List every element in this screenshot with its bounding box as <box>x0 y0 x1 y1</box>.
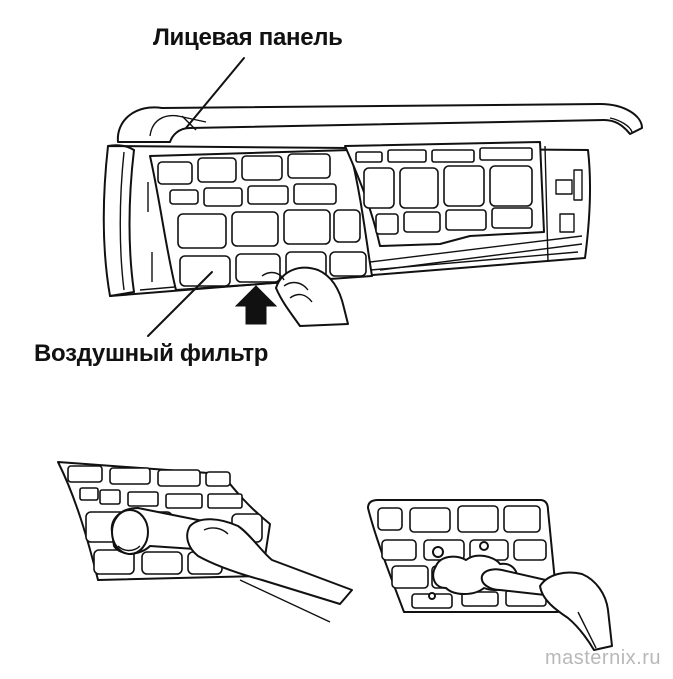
up-arrow-icon <box>234 285 278 325</box>
air-filter-leader <box>147 271 213 337</box>
hand-top <box>261 266 349 327</box>
air-filter-label: Воздушный фильтр <box>34 340 269 367</box>
hand-right-shape <box>539 571 613 651</box>
filter-wash-scene <box>367 499 613 651</box>
front-panel-shape <box>116 103 643 143</box>
front-panel-label: Лицевая панель <box>153 24 343 51</box>
hand-left-shape <box>186 518 353 605</box>
front-panel <box>116 103 643 143</box>
filter-vacuum-scene <box>57 461 353 623</box>
front-panel-leader <box>185 57 245 129</box>
unit-left-cap <box>107 144 135 297</box>
air-filter-in-unit <box>149 141 545 291</box>
watermark: masternix.ru <box>544 647 661 669</box>
